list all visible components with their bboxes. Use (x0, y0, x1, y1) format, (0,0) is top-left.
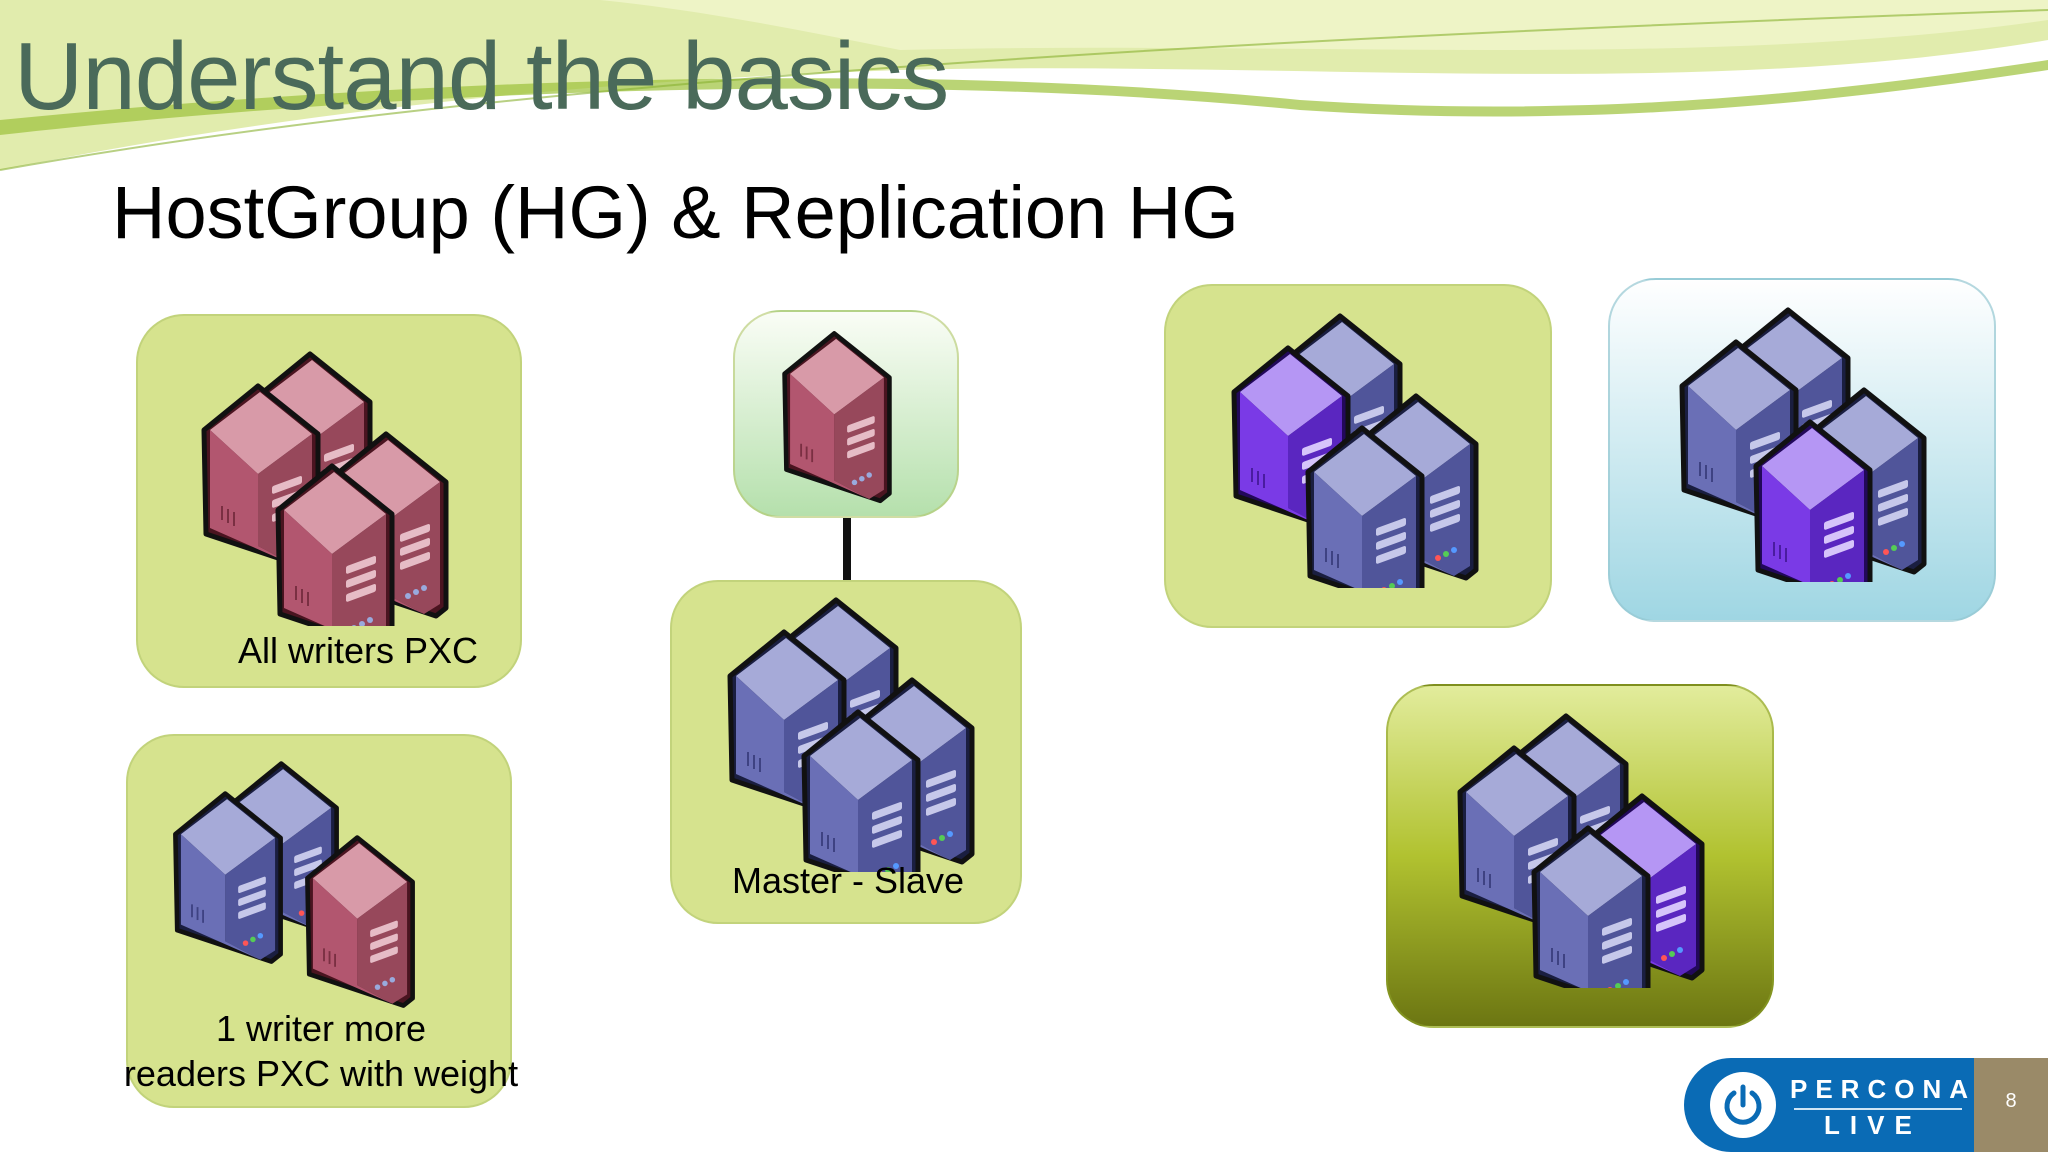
server-cluster-mixed (168, 756, 468, 1016)
logo-text-live: LIVE (1824, 1110, 1922, 1140)
panel-one-writer: 1 writer more readers PXC with weight (124, 734, 518, 1108)
server-cluster-reader-purple (1674, 302, 1934, 582)
server-cluster-red (196, 346, 456, 626)
replication-connector (843, 518, 851, 580)
panel-label-one-writer: 1 writer more readers PXC with weight (108, 1006, 534, 1096)
page-number: 8 (2005, 1090, 2017, 1112)
percona-live-logo: PERCONA LIVE (1684, 1058, 1974, 1152)
panel-all-writers: All writers PXC (136, 314, 522, 688)
header-swoosh (0, 0, 2048, 171)
logo-text-percona: PERCONA (1790, 1074, 1977, 1104)
label-line-1: 1 writer more (215, 1008, 427, 1049)
page-number-box: 8 (1974, 1058, 2048, 1152)
server-master (777, 326, 897, 510)
panel-replication-hg-2 (1608, 278, 1996, 622)
power-icon (1724, 1084, 1762, 1125)
footer: PERCONA LIVE 8 (1684, 1058, 2048, 1152)
server-cluster-writer-purple (1226, 308, 1486, 588)
logo-circle (1710, 1072, 1776, 1138)
label-line-2: readers PXC with weight (123, 1053, 519, 1094)
panel-master (733, 310, 959, 518)
slide-subtitle: HostGroup (HG) & Replication HG (112, 171, 1239, 254)
panel-replication-hg-1 (1164, 284, 1552, 628)
server-cluster-mixed-purple (1452, 708, 1712, 988)
panel-label-master-slave: Master - Slave (731, 860, 965, 901)
logo-divider (1794, 1108, 1962, 1110)
server-cluster-slave (722, 592, 982, 872)
panel-replication-hg-3 (1386, 684, 1774, 1028)
panel-label-all-writers: All writers PXC (237, 630, 479, 671)
panel-master-slave: Master - Slave (670, 580, 1022, 924)
slide-title: Understand the basics (14, 23, 949, 130)
